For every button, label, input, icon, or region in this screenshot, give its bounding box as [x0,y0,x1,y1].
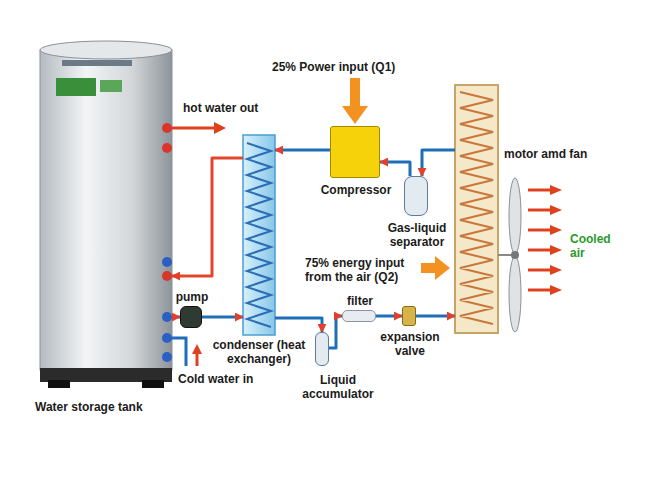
water-pump: pump [180,306,202,328]
pipe-connector [376,315,402,318]
part-label: condenser (heat exchanger) [208,338,310,366]
pipe-connector [172,158,243,276]
pipe-connector [275,149,330,152]
part-label: pump [176,290,209,304]
pipe-connector [416,315,455,318]
air-label: Cooled air [570,232,620,260]
pipe-connector [172,316,180,319]
part-label: Compressor [321,183,392,197]
condenser-coil: condenser (heat exchanger) [243,135,275,335]
power-label: 25% Power input (Q1) [272,60,395,74]
pipe-connector [202,316,243,319]
part-label: Gas-liquid separator [380,221,454,249]
expansion-valve: expansion valve [402,306,416,326]
inlet-label: Cold water in [178,372,253,386]
outlet-label: hot water out [183,101,258,115]
pipe-connector [380,162,410,176]
part-label: Water storage tank [35,400,143,414]
energy-label: 75% energy input from the air (Q2) [305,256,417,284]
filter-body: filter [342,310,376,322]
part-label: filter [347,294,373,308]
accumulator-vessel: Liquid accumulator [315,332,329,366]
part-label: motor amd fan [504,147,587,161]
compressor-box: Compressor [330,126,380,178]
pipe-connector [329,316,342,348]
separator-vessel: Gas-liquid separator [404,176,428,216]
storage-tank: Water storage tank [40,40,172,388]
pipe-connector [275,318,322,332]
part-label: expansion valve [375,330,445,358]
part-label: Liquid accumulator [298,373,378,401]
pipe-connector [422,150,455,176]
evaporator-coil: motor amd fan [455,85,498,333]
